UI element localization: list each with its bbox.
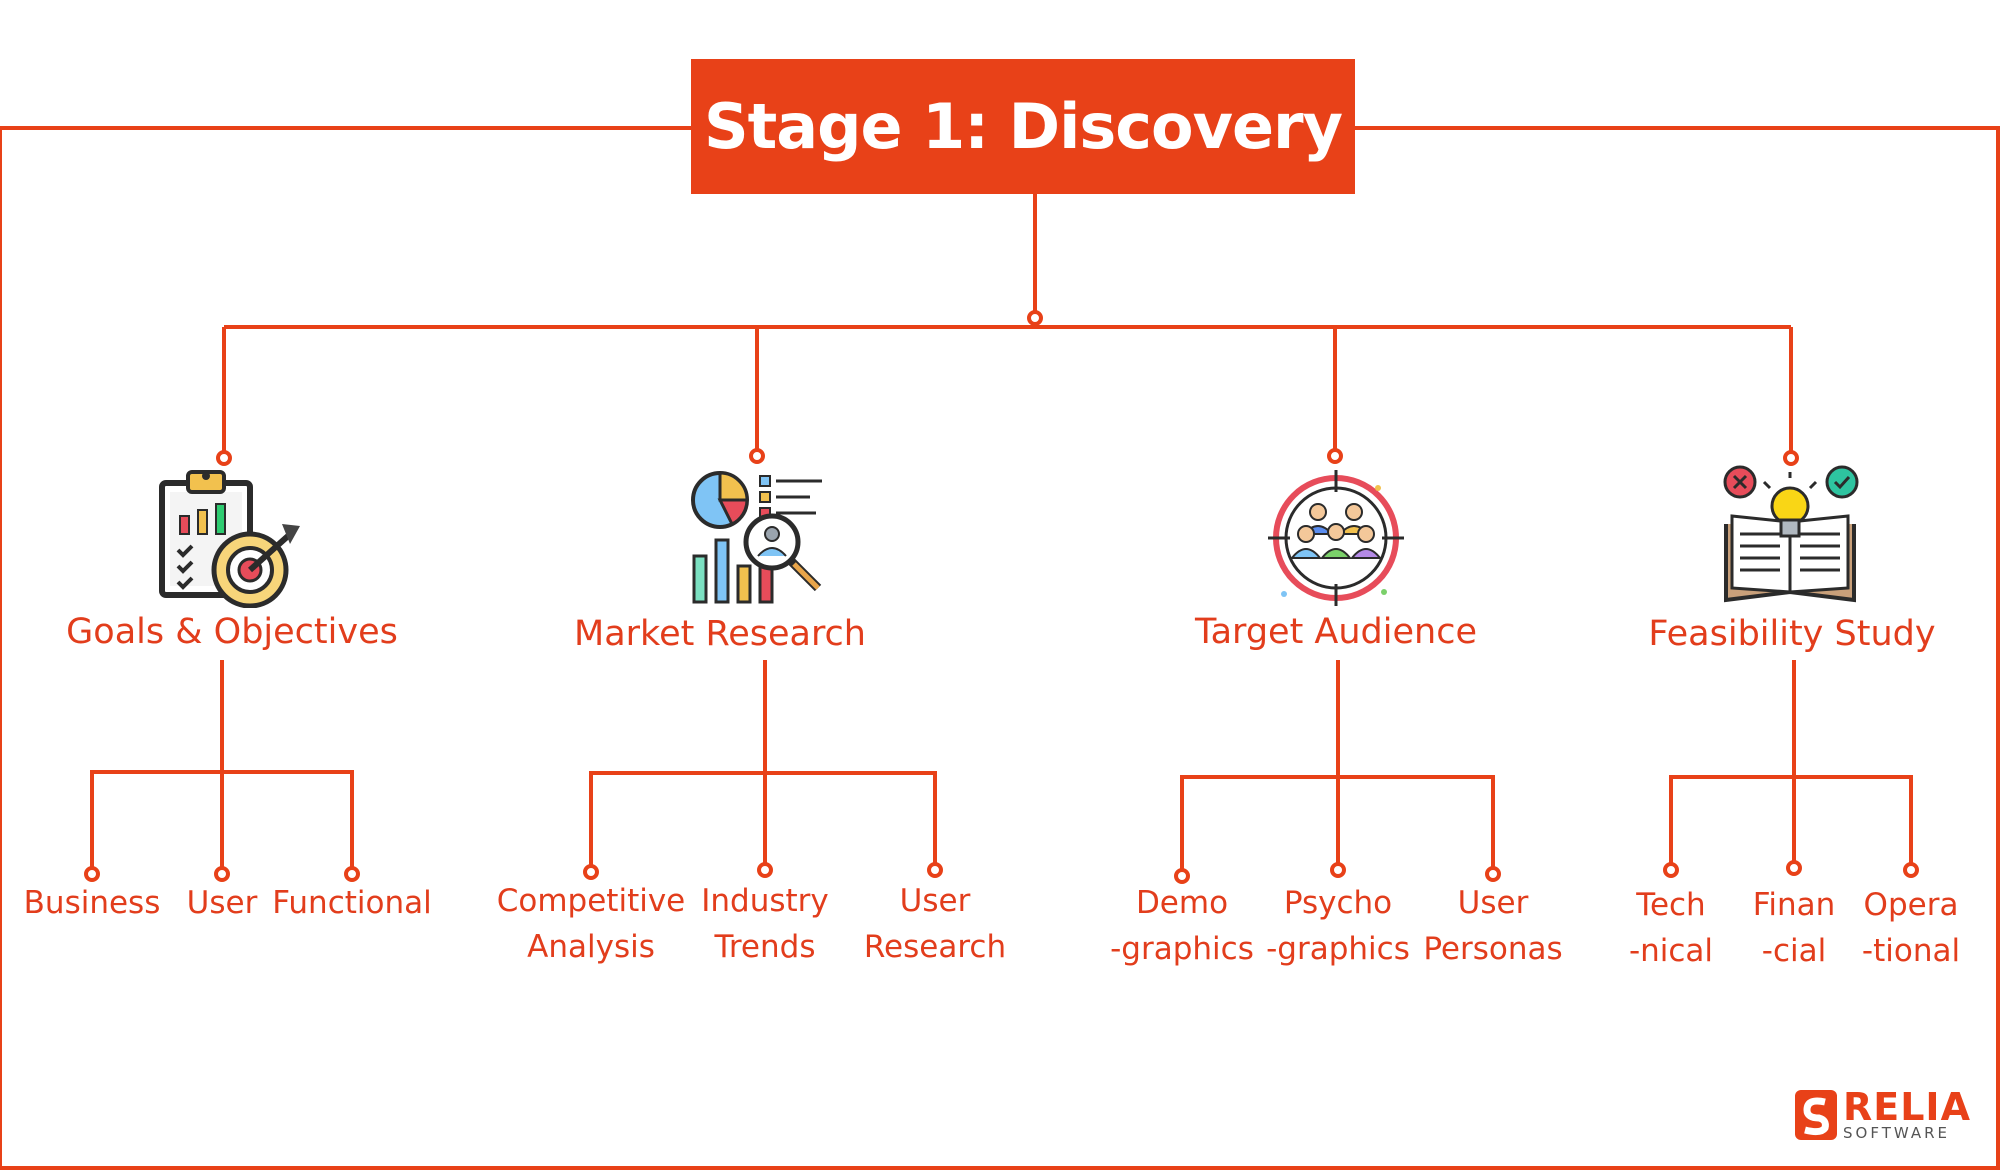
leaf-dot (1786, 860, 1802, 876)
stage-title-box: Stage 1: Discovery (691, 59, 1355, 194)
title-junction-dot (1027, 310, 1043, 326)
leaf-label-line: Trends (714, 929, 816, 965)
leaf-label: Tech -nical (1629, 882, 1713, 974)
leaf-dot (214, 866, 230, 882)
leaf-label: Functional (272, 880, 431, 926)
logo-sub: SOFTWARE (1843, 1124, 1951, 1142)
leaf-label-line: Demo (1135, 885, 1229, 921)
leaf-label-line: Psycho (1283, 885, 1393, 921)
relia-logo: RELIA SOFTWARE (1795, 1088, 1971, 1141)
leaf-label-line: -nical (1628, 933, 1714, 969)
audience-target-icon (1268, 470, 1404, 606)
relia-logo-icon (1795, 1089, 1837, 1140)
leaf-dot (583, 864, 599, 880)
leaf-label: Psycho -graphics (1266, 880, 1410, 972)
leaf-label-line: Industry (701, 883, 829, 919)
outer-frame-line (0, 126, 2000, 1170)
chart-magnifier-icon (691, 471, 822, 604)
leaf-label-line: User (1457, 885, 1529, 921)
leaf-label-line: Analysis (527, 929, 655, 965)
leaf-dot (927, 862, 943, 878)
leaf-label: Business (24, 880, 161, 926)
leaf-label-line: -cial (1761, 933, 1827, 969)
category-dot (1327, 448, 1343, 464)
category-dot (749, 448, 765, 464)
logo-name: RELIA (1843, 1085, 1971, 1129)
leaf-label-line: Competitive (496, 883, 686, 919)
leaf-label-line: -graphics (1266, 931, 1410, 967)
category-label: Feasibility Study (1648, 614, 1936, 654)
stage-title: Stage 1: Discovery (703, 90, 1343, 163)
clipboard-target-icon (159, 470, 300, 608)
leaf-label-line: User (899, 883, 971, 919)
leaf-label: Demo -graphics (1110, 880, 1254, 972)
leaf-branch-bar (1669, 775, 1913, 870)
leaf-dot (1903, 862, 1919, 878)
leaf-dot (344, 866, 360, 882)
leaf-label-line: Finan (1752, 887, 1836, 923)
book-lightbulb-icon (1723, 465, 1859, 603)
leaf-label-line: Research (863, 929, 1007, 965)
leaf-label-line: Business (23, 885, 161, 921)
leaf-label: User (187, 880, 258, 926)
leaf-label: Finan -cial (1753, 882, 1835, 974)
leaf-dot (1330, 862, 1346, 878)
leaf-label-line: Personas (1423, 931, 1563, 967)
leaf-label-line: User (186, 885, 258, 921)
leaf-label: Opera -tional (1862, 882, 1960, 974)
leaf-label-line: Opera (1863, 887, 1959, 923)
leaf-label-line: Tech (1636, 887, 1706, 923)
leaf-dot (84, 866, 100, 882)
category-label: Goals & Objectives (66, 612, 398, 652)
leaf-label-line: -graphics (1110, 931, 1254, 967)
leaf-dot (1174, 868, 1190, 884)
leaf-dot (1485, 866, 1501, 882)
leaf-label-line: Functional (272, 885, 432, 921)
category-dot (216, 450, 232, 466)
leaf-dot (1663, 862, 1679, 878)
leaf-label-line: -tional (1861, 933, 1961, 969)
category-label: Market Research (574, 614, 866, 654)
leaf-dot (757, 862, 773, 878)
category-dot (1783, 450, 1799, 466)
category-label: Target Audience (1195, 612, 1477, 652)
